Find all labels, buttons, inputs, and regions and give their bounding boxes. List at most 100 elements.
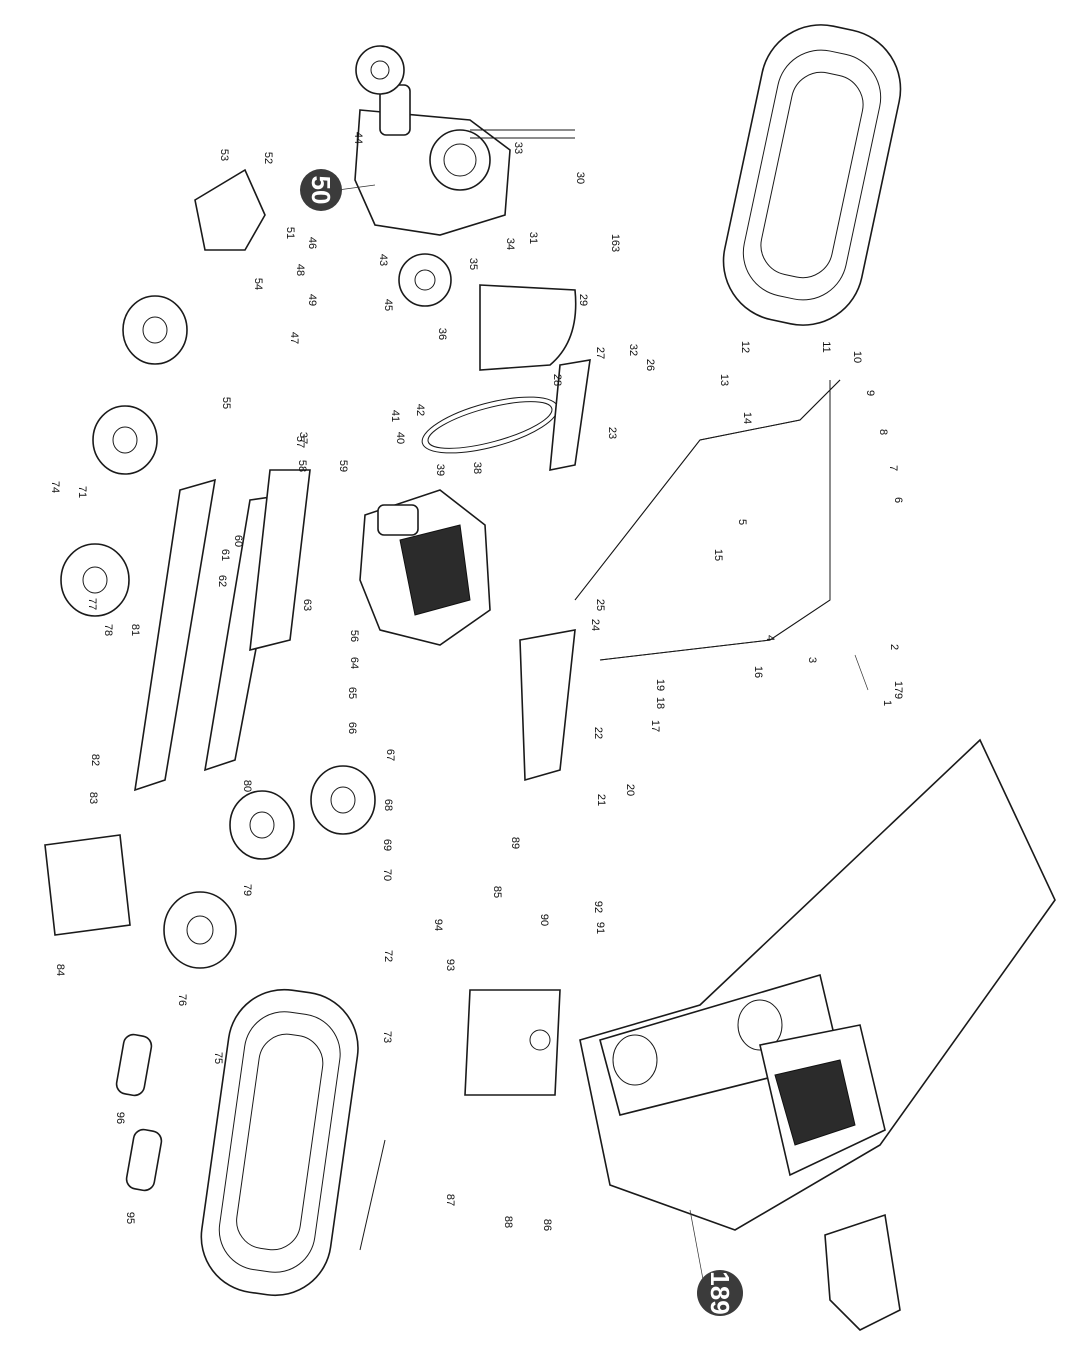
callout-17: 17 [649,720,661,732]
callout-21: 21 [595,794,607,806]
callout-54: 54 [252,278,264,290]
callout-179: 179 [892,681,904,699]
callout-62: 62 [216,575,228,587]
badge-50: 50 [300,169,342,211]
callout-8: 8 [877,429,889,435]
callout-92: 92 [592,901,604,913]
axle-shaft [359,1139,386,1251]
callout-31: 31 [527,232,539,244]
callout-70: 70 [381,869,393,881]
callout-19: 19 [654,679,666,691]
callout-80: 80 [241,780,253,792]
callout-76: 76 [176,994,188,1006]
track-bottom-left [200,988,359,1297]
callout-90: 90 [538,914,550,926]
drive-sprocket-lower [398,253,452,307]
callout-67: 67 [384,749,396,761]
pulley-middle [229,790,295,860]
callout-65: 65 [346,687,358,699]
callout-36: 36 [436,328,448,340]
pulley-right [310,765,376,835]
transmission-gearbox [354,84,575,236]
callout-59: 59 [337,460,349,472]
callout-34: 34 [504,238,516,250]
callout-60: 60 [232,535,244,547]
badge-189: 189 [697,1270,743,1316]
callout-labels: 1234567891011121314151617181920212223242… [49,132,904,1231]
callout-2: 2 [888,644,900,650]
callout-55: 55 [220,397,232,409]
callout-14: 14 [741,412,753,424]
callout-64: 64 [348,657,360,669]
callout-32: 32 [627,344,639,356]
spoked-wheel-left [60,543,130,617]
callout-12: 12 [739,341,751,353]
leader-lines [337,184,869,1291]
callout-66: 66 [346,722,358,734]
callout-88: 88 [502,1216,514,1228]
callout-22: 22 [592,727,604,739]
belt-cover-top [194,168,266,251]
callout-74: 74 [49,481,61,493]
callout-81: 81 [129,624,141,636]
roller-95 [125,1128,163,1192]
callout-38: 38 [471,462,483,474]
callout-33: 33 [512,142,524,154]
callout-28: 28 [551,374,563,386]
badge-189-label: 189 [705,1271,735,1314]
callout-5: 5 [736,519,748,525]
rear-bracket [44,834,131,936]
callout-69: 69 [381,839,393,851]
callout-78: 78 [102,624,114,636]
callout-30: 30 [574,172,586,184]
callout-40: 40 [394,432,406,444]
callout-20: 20 [624,784,636,796]
badge-50-label: 50 [306,176,336,205]
callout-82: 82 [89,754,101,766]
callout-25: 25 [594,599,606,611]
callout-83: 83 [87,792,99,804]
callout-47: 47 [288,332,300,344]
spoked-wheel-bottom [163,891,237,969]
callout-39: 39 [434,464,446,476]
drive-belt [421,396,559,454]
callout-48: 48 [294,264,306,276]
callout-94: 94 [432,919,444,931]
callout-91: 91 [594,922,606,934]
callout-85: 85 [491,886,503,898]
callout-7: 7 [887,465,899,471]
callout-58: 58 [296,460,308,472]
callout-56: 56 [348,630,360,642]
callout-6: 6 [892,497,904,503]
callout-57: 57 [294,436,306,448]
pulley-upper-left [92,405,158,475]
callout-72: 72 [382,950,394,962]
chipper-assembly [579,738,1056,1331]
callout-52: 52 [262,152,274,164]
callout-29: 29 [577,294,589,306]
belt-cover-right [479,284,577,371]
pulley-top [122,295,188,365]
track-top-right [722,24,902,326]
callout-79: 79 [241,884,253,896]
engine [359,489,491,646]
callout-18: 18 [654,697,666,709]
callout-73: 73 [381,1031,393,1043]
callout-42: 42 [414,404,426,416]
callout-84: 84 [54,964,66,976]
callout-44: 44 [352,132,364,144]
callout-53: 53 [218,149,230,161]
callout-87: 87 [444,1194,456,1206]
callout-77: 77 [86,598,98,610]
drive-sprocket-upper [355,45,405,95]
callout-95: 95 [124,1212,136,1224]
callout-49: 49 [306,294,318,306]
callout-96: 96 [114,1112,126,1124]
callout-45: 45 [382,299,394,311]
callout-86: 86 [541,1219,553,1231]
callout-51: 51 [284,227,296,239]
callout-9: 9 [864,390,876,396]
callout-1: 1 [881,700,893,706]
callout-61: 61 [219,549,231,561]
